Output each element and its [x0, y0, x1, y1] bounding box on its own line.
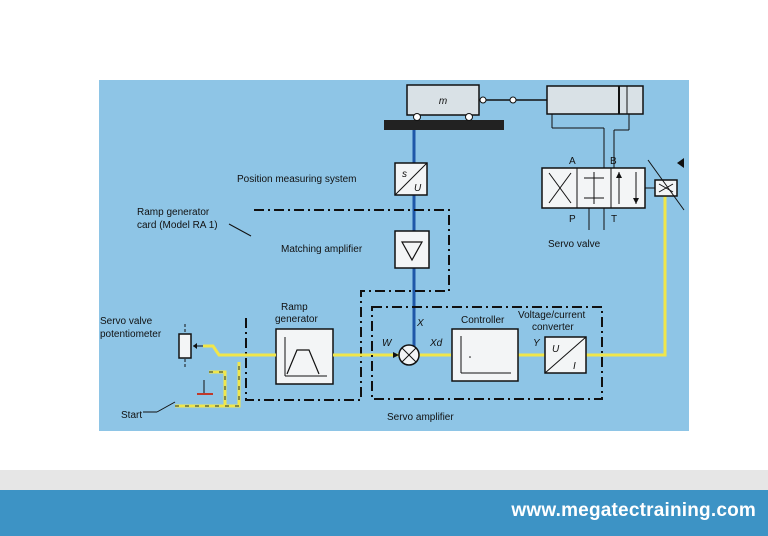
mass-label: m [439, 96, 447, 107]
ramp-gen-label-2: generator [275, 314, 318, 325]
servo-pot-label-2: potentiometer [100, 329, 162, 340]
sensor-s: s [402, 169, 407, 180]
servo-valve-label: Servo valve [548, 239, 601, 250]
potentiometer [178, 324, 203, 368]
servo-amplifier-outline [371, 306, 603, 400]
port-t-label: T [611, 214, 617, 225]
hydraulic-servo-diagram: m s U Position measuring system Ramp gen… [99, 80, 689, 431]
summing-junction [398, 344, 420, 366]
vc-converter-block: U I [544, 336, 587, 374]
signal-x-label: X [416, 318, 424, 329]
ramp-generator-block [275, 328, 334, 385]
matching-amplifier-label: Matching amplifier [281, 244, 363, 255]
signal-w-label: W [382, 338, 393, 349]
vc-label-1: Voltage/current [518, 310, 585, 321]
ramp-card-outline [245, 209, 450, 401]
port-p-label: P [569, 214, 576, 225]
vc-label-2: converter [532, 322, 574, 333]
footer-divider [0, 470, 768, 490]
controller-label: Controller [461, 315, 505, 326]
servo-amplifier-label: Servo amplifier [387, 412, 454, 423]
footer-url[interactable]: www.megatectraining.com [511, 500, 756, 521]
servo-valve-block [541, 167, 646, 209]
rail [384, 120, 504, 130]
hydraulic-cylinder [546, 85, 644, 115]
port-b-label: B [610, 156, 617, 167]
controller-block [451, 328, 519, 382]
signal-y-label: Y [533, 338, 541, 349]
vc-u: U [552, 344, 560, 355]
signal-xd-label: Xd [429, 338, 443, 349]
ramp-gen-label-1: Ramp [281, 302, 308, 313]
footer-bar [0, 490, 768, 536]
ramp-card-label-1: Ramp generator [137, 207, 210, 218]
port-a-label: A [569, 156, 576, 167]
start-label: Start [121, 410, 142, 421]
position-measuring-label: Position measuring system [237, 174, 357, 185]
vc-i: I [573, 361, 576, 372]
ramp-card-label-2: card (Model RA 1) [137, 220, 218, 231]
sensor-u: U [414, 183, 422, 194]
matching-amplifier [394, 230, 430, 269]
diagram-background [99, 80, 689, 431]
position-sensor: s U [394, 162, 428, 196]
mass-block: m [406, 84, 480, 121]
valve-actuator [645, 158, 685, 211]
servo-pot-label-1: Servo valve [100, 316, 153, 327]
